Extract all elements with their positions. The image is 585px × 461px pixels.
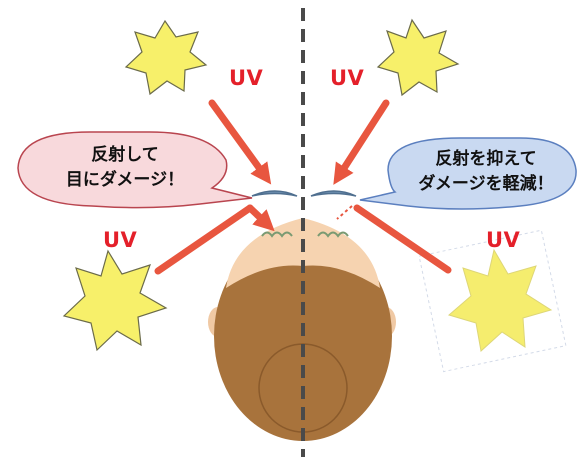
speech-bubble-left <box>17 131 253 209</box>
sun-star-left <box>62 249 168 352</box>
uv-arrow-weak-right <box>336 205 353 220</box>
uv-label-right: UV <box>486 228 521 252</box>
bubble-left-line1: 反射して <box>91 145 159 165</box>
uv-label-top-left: UV <box>229 66 264 90</box>
sun-star-right <box>447 248 553 352</box>
uv-arrow-top-left <box>208 99 272 185</box>
bubble-right-line2: ダメージを軽減！ <box>418 174 554 194</box>
uv-label-left: UV <box>103 228 138 252</box>
hairline-fringe-left <box>261 231 293 238</box>
uv-arrow-reflect-right <box>353 204 452 274</box>
uv-label-top-right: UV <box>330 66 365 90</box>
hairline-fringe-right <box>317 231 349 238</box>
eye-right <box>310 190 357 197</box>
bubble-left-text: 反射して 目にダメージ！ <box>30 143 220 193</box>
bubble-right-line1: 反射を抑えて <box>435 149 537 169</box>
uv-arrow-top-right <box>333 99 390 185</box>
speech-bubble-right <box>359 137 577 210</box>
bubble-right-text: 反射を抑えて ダメージを軽減！ <box>398 147 574 197</box>
eye-left <box>251 190 298 197</box>
forehead-skin <box>226 218 380 288</box>
uv-arrow-reflect-left <box>154 204 254 275</box>
sun-star-top-right <box>376 18 460 97</box>
sun-star-top-left <box>124 19 208 96</box>
bubble-left-line2: 目にダメージ！ <box>65 170 185 190</box>
uv-arrow-into-eye <box>246 204 275 232</box>
